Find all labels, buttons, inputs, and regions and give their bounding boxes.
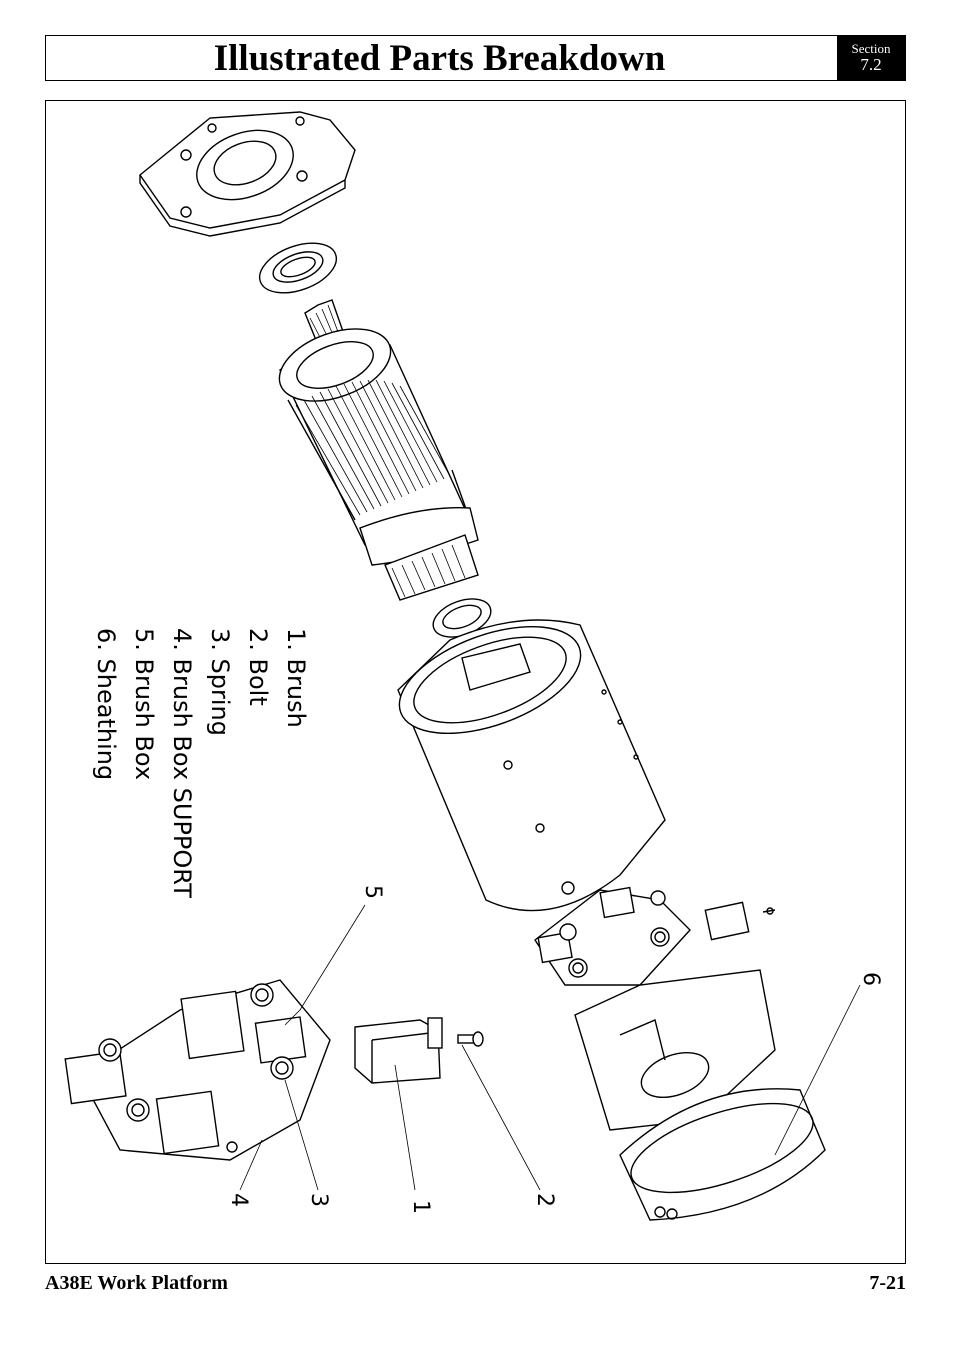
end-cap-sheathing	[574, 969, 826, 1221]
legend-item-6: 6. Sheathing	[92, 628, 120, 780]
legend-item-5: 5. Brush Box	[130, 628, 158, 780]
diagram-frame	[45, 100, 906, 1264]
loose-bolt	[457, 1031, 484, 1047]
armature	[278, 299, 479, 601]
footer-model: A38E Work Platform	[45, 1272, 228, 1294]
legend-item-2: 2. Bolt	[244, 628, 272, 706]
callout-1: 1	[408, 1200, 433, 1214]
footer-page-number: 7-21	[869, 1272, 906, 1294]
callout-2: 2	[532, 1193, 557, 1207]
leader-lines	[239, 904, 861, 1191]
callout-5: 5	[360, 885, 385, 899]
commutator-segments	[391, 544, 466, 598]
page-header: Illustrated Parts Breakdown Section 7.2	[45, 35, 906, 81]
callout-6: 6	[858, 972, 883, 986]
section-number: 7.2	[860, 55, 882, 74]
legend-item-3: 3. Spring	[206, 628, 234, 736]
legend-item-4: 4. Brush Box SUPPORT	[168, 628, 196, 898]
legend-item-1: 1. Brush	[282, 628, 310, 728]
section-label: Section	[851, 41, 891, 56]
parts-legend: 1. Brush 2. Bolt 3. Spring 4. Brush Box …	[92, 628, 310, 898]
loose-brush	[354, 1017, 443, 1084]
brush-assembly-right	[534, 886, 776, 986]
brush-box-support	[64, 979, 331, 1161]
callout-4: 4	[226, 1193, 251, 1207]
armature-laminations	[295, 379, 451, 516]
top-bearing	[258, 242, 338, 294]
section-badge: Section 7.2	[837, 36, 905, 80]
page-title: Illustrated Parts Breakdown	[213, 38, 666, 79]
stator-housing	[397, 619, 666, 912]
callout-3: 3	[306, 1193, 331, 1207]
end-plate	[139, 111, 356, 237]
